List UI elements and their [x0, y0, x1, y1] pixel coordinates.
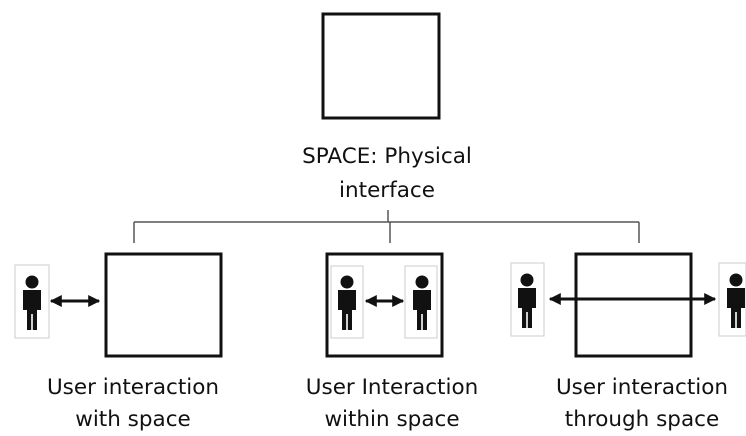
space-box [104, 252, 223, 358]
panel1-label-line1: User interaction [47, 375, 219, 400]
panel-with-space [14, 252, 223, 358]
connector-lines [133, 210, 640, 243]
panel2-label-line2: within space [324, 407, 459, 432]
person-frame [330, 265, 364, 339]
person-icon [412, 274, 432, 331]
person-icon [726, 272, 746, 329]
panel-through-space [510, 252, 746, 358]
person-frame [510, 262, 545, 337]
person-frame [404, 265, 438, 339]
person-frame [718, 262, 746, 337]
panel-within-space [325, 252, 444, 358]
top-label-line1: SPACE: Physical [302, 144, 472, 169]
person-icon [517, 272, 537, 329]
physical-interface-box [321, 12, 441, 120]
space-box [574, 252, 693, 358]
panel3-label-line1: User interaction [556, 375, 728, 400]
person-icon [337, 274, 357, 331]
panel3-label-line2: through space [565, 407, 719, 432]
panel1-label-line2: with space [75, 407, 191, 432]
space-box [325, 252, 444, 358]
top-label-line2: interface [339, 178, 435, 203]
panel2-label-line1: User Interaction [306, 375, 478, 400]
person-icon [22, 274, 42, 331]
person-frame [14, 264, 50, 339]
